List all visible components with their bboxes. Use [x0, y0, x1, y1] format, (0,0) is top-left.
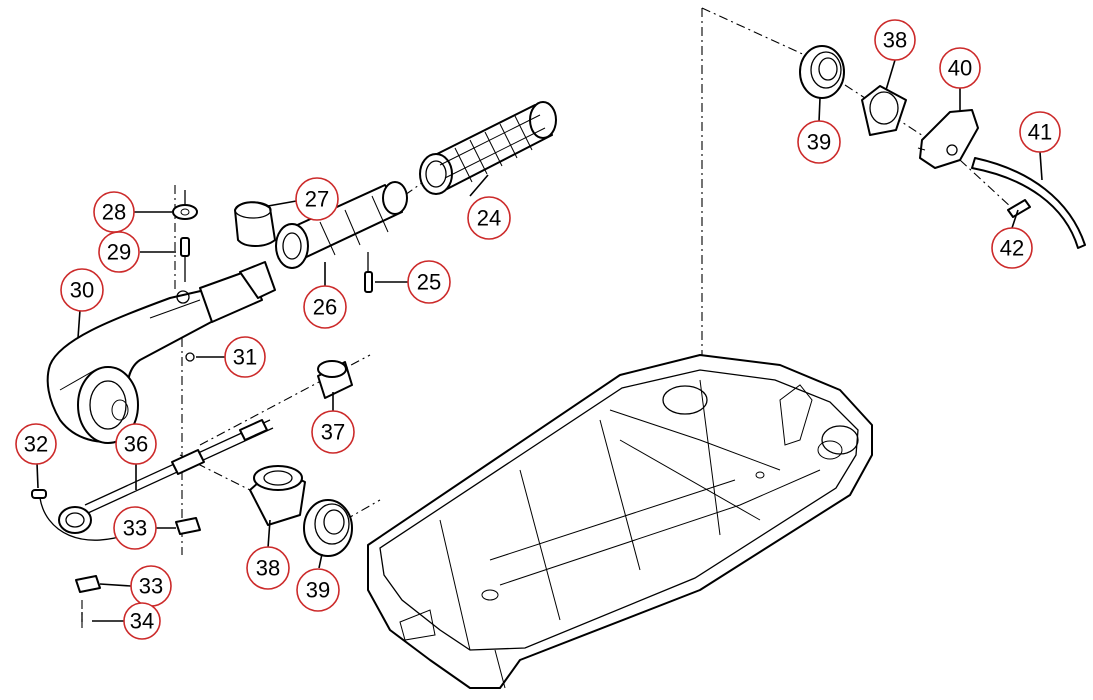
callout-label: 29	[107, 240, 131, 265]
callouts: 24 25 26 27 28 29 30 31	[15, 19, 1061, 640]
callout-33-upper: 33	[113, 506, 157, 550]
callout-label: 42	[1000, 236, 1024, 261]
callout-label: 27	[305, 187, 329, 212]
callout-label: 38	[883, 28, 907, 53]
callout-27: 27	[295, 177, 339, 221]
callout-28: 28	[93, 191, 135, 233]
callout-label: 26	[313, 295, 337, 320]
throttle-grip	[419, 101, 557, 195]
callout-39-upper: 39	[797, 120, 841, 164]
callout-label: 39	[306, 578, 330, 603]
hardware-parts	[31, 190, 373, 622]
grommet-upper	[799, 45, 845, 99]
callout-label: 39	[807, 130, 831, 155]
callout-29: 29	[98, 231, 140, 273]
callout-33-lower: 33	[130, 565, 172, 607]
callout-38-lower: 38	[246, 546, 290, 590]
callout-label: 24	[477, 206, 501, 231]
callout-label: 30	[70, 278, 94, 303]
callout-42: 42	[991, 227, 1033, 269]
seal-lower	[249, 465, 306, 526]
throttle-tube	[275, 181, 408, 269]
throttle-cable	[971, 157, 1086, 249]
callout-36: 36	[115, 423, 157, 465]
bolt	[1007, 199, 1031, 218]
callout-label: 38	[256, 556, 280, 581]
callout-38-upper: 38	[874, 19, 916, 61]
callout-26: 26	[303, 285, 347, 329]
callout-label: 25	[417, 270, 441, 295]
callout-40: 40	[939, 47, 981, 89]
callout-label: 37	[321, 420, 345, 445]
throttle-shaft	[39, 419, 274, 541]
callout-39-lower: 39	[296, 568, 340, 612]
bushing	[317, 360, 353, 399]
callout-label: 36	[124, 432, 148, 457]
callout-label: 34	[130, 609, 154, 634]
callout-41: 41	[1019, 111, 1061, 153]
callout-24: 24	[467, 196, 511, 240]
seal-upper	[861, 85, 907, 136]
callout-32: 32	[15, 423, 57, 465]
callout-label: 31	[233, 345, 257, 370]
callout-label: 33	[139, 574, 163, 599]
callout-label: 40	[948, 56, 972, 81]
callout-25: 25	[407, 260, 451, 304]
tiller-handle	[46, 261, 276, 444]
callout-37: 37	[311, 410, 355, 454]
grommet-lower	[303, 499, 353, 557]
cable-bracket	[917, 109, 979, 169]
callout-31: 31	[224, 336, 266, 378]
callout-label: 32	[24, 432, 48, 457]
callout-label: 28	[102, 200, 126, 225]
callout-30: 30	[60, 268, 104, 312]
callout-34: 34	[123, 602, 161, 640]
callout-label: 41	[1028, 120, 1052, 145]
throttle-collar	[234, 201, 276, 247]
lower-cowling	[367, 354, 873, 689]
callout-label: 33	[123, 516, 147, 541]
